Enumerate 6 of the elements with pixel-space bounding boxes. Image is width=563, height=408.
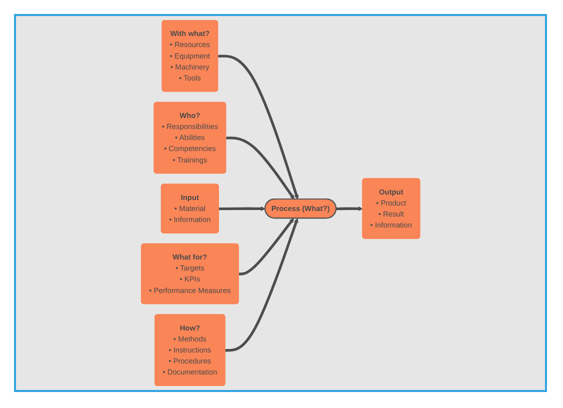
arrow bbox=[226, 136, 294, 200]
arrow bbox=[225, 218, 298, 352]
arrow bbox=[218, 54, 299, 200]
arrow bbox=[238, 218, 294, 276]
arrow bbox=[218, 206, 266, 212]
arrow bbox=[336, 206, 363, 212]
